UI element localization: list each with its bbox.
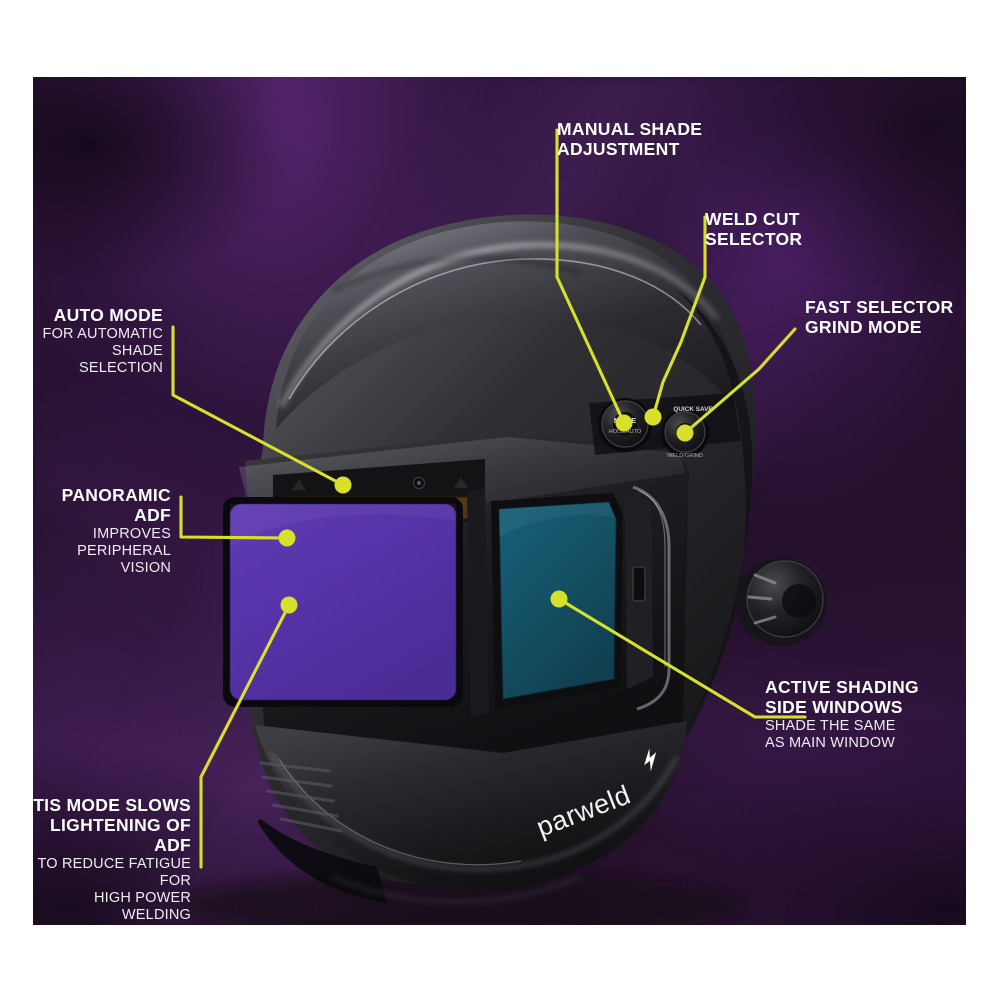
callout-title: AUTO MODE: [53, 305, 163, 325]
callout-title: ACTIVE SHADING SIDE WINDOWS: [765, 677, 919, 717]
callout-active-shading-side-windows: ACTIVE SHADING SIDE WINDOWS SHADE THE SA…: [765, 677, 919, 752]
callout-subtitle: SHADE THE SAME AS MAIN WINDOW: [765, 718, 896, 751]
callout-title: TIS MODE SLOWS LIGHTENING OF ADF: [33, 795, 191, 855]
svg-text:QUICK SAVE: QUICK SAVE: [673, 406, 713, 413]
callout-weld-cut-selector: WELD CUT SELECTOR: [705, 209, 802, 250]
callout-title: MANUAL SHADE ADJUSTMENT: [557, 119, 703, 159]
artwork-panel: MODE HOLD/AUTO QUICK SAVE WELD/GRIND par…: [33, 77, 966, 925]
callout-title: FAST SELECTOR GRIND MODE: [805, 297, 954, 337]
callout-tis-mode: TIS MODE SLOWS LIGHTENING OF ADF TO REDU…: [33, 795, 191, 924]
callout-subtitle: TO REDUCE FATIGUE FOR HIGH POWER WELDING: [37, 856, 191, 923]
callout-title: PANORAMIC ADF: [61, 485, 171, 525]
svg-text:MODE: MODE: [614, 416, 637, 425]
callout-subtitle: FOR AUTOMATIC SHADE SELECTION: [42, 326, 163, 376]
side-adjuster-knob: [735, 558, 827, 646]
callout-panoramic-adf: PANORAMIC ADF IMPROVES PERIPHERAL VISION: [33, 485, 171, 577]
callout-subtitle: IMPROVES PERIPHERAL VISION: [77, 526, 171, 576]
callout-title: WELD CUT SELECTOR: [705, 209, 803, 249]
svg-text:HOLD/AUTO: HOLD/AUTO: [609, 429, 642, 435]
svg-text:WELD/GRIND: WELD/GRIND: [667, 453, 703, 459]
callout-fast-selector-grind-mode: FAST SELECTOR GRIND MODE: [805, 297, 953, 338]
callout-manual-shade-adjustment: MANUAL SHADE ADJUSTMENT: [557, 119, 702, 160]
callout-auto-mode: AUTO MODE FOR AUTOMATIC SHADE SELECTION: [33, 305, 163, 377]
